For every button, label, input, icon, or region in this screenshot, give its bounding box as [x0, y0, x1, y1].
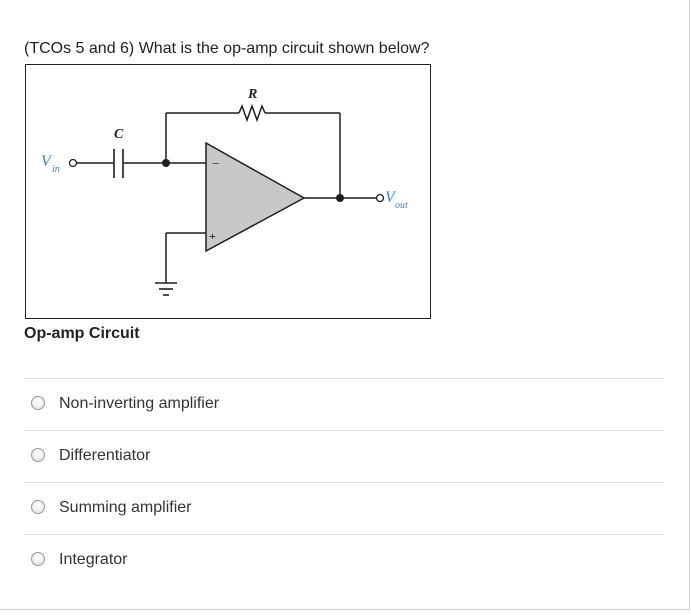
question-text: (TCOs 5 and 6) What is the op-amp circui…: [24, 40, 430, 57]
circuit-figure: − + R C V in V out: [25, 64, 431, 319]
inverting-sign: −: [212, 156, 219, 171]
vout-label: V: [385, 189, 397, 206]
option-label: Integrator: [59, 551, 128, 568]
option-label: Summing amplifier: [59, 499, 192, 516]
radio-button[interactable]: [31, 396, 45, 410]
output-node: [336, 194, 344, 202]
radio-button[interactable]: [31, 500, 45, 514]
op-amp-circuit-diagram: − + R C V in V out: [41, 87, 408, 296]
option-integrator[interactable]: Integrator: [24, 534, 664, 586]
inverting-node: [162, 159, 170, 167]
option-non-inverting-amplifier[interactable]: Non-inverting amplifier: [24, 378, 664, 430]
radio-button[interactable]: [31, 552, 45, 566]
figure-caption: Op-amp Circuit: [24, 325, 140, 342]
capacitor-label: C: [114, 127, 124, 142]
vin-subscript: in: [52, 164, 60, 175]
answer-options: Non-inverting amplifier Differentiator S…: [24, 378, 664, 586]
option-differentiator[interactable]: Differentiator: [24, 430, 664, 482]
option-label: Differentiator: [59, 447, 151, 464]
noninverting-sign: +: [209, 229, 216, 243]
vin-terminal: [68, 158, 78, 168]
resistor-symbol: [238, 103, 266, 123]
option-summing-amplifier[interactable]: Summing amplifier: [24, 482, 664, 534]
option-label: Non-inverting amplifier: [59, 395, 220, 412]
vin-label: V: [41, 153, 53, 170]
op-amp-triangle: [205, 141, 306, 253]
radio-button[interactable]: [31, 448, 45, 462]
vout-terminal: [375, 193, 385, 203]
resistor-label: R: [247, 87, 257, 102]
vout-subscript: out: [395, 200, 408, 211]
